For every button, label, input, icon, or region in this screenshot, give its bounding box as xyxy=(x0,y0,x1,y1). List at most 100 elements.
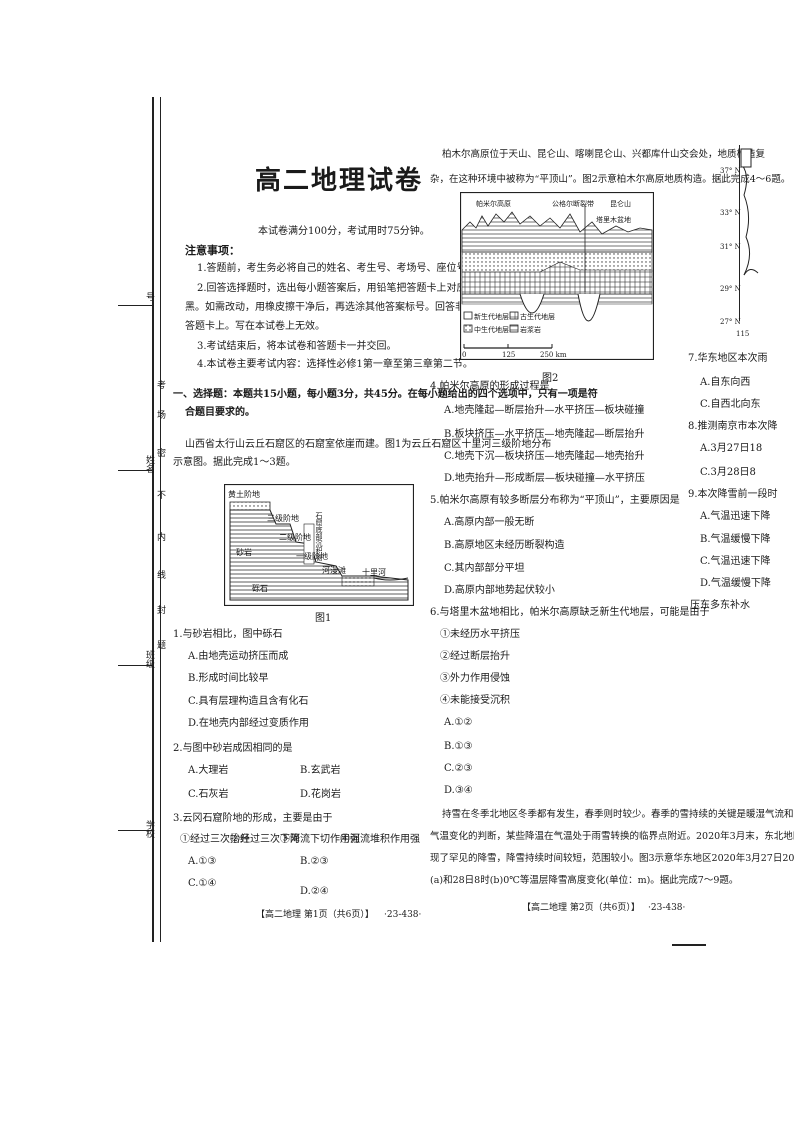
fig2-label: 塔里木盆地 xyxy=(596,216,631,224)
question-6-item: ③外力作用侵蚀 xyxy=(440,673,510,684)
note-line: 答题卡上。写在本试卷上无效。 xyxy=(185,321,325,332)
map-frame-edge xyxy=(739,145,740,321)
question-3-option: D.②④ xyxy=(300,886,329,897)
fig1-label: 砂岩 xyxy=(236,548,252,557)
right-question-line: 7.华东地区本次雨 xyxy=(688,353,768,364)
question-3-item: ③河流下切作用强 xyxy=(280,834,360,845)
figure-3-partial-map xyxy=(740,148,759,276)
fig2-scale: 0 xyxy=(462,351,467,359)
fig2-scale: 250 km xyxy=(540,351,567,359)
binding-line-outer xyxy=(152,97,154,942)
figure-2-geologic-section xyxy=(460,192,654,360)
binding-field-line xyxy=(118,470,152,471)
question-1-option: A.由地壳运动挤压而成 xyxy=(188,651,289,662)
passage-line: 山西省太行山云丘石窟区的石窟室依崖而建。图1为云丘石窟区十里河三级阶地分布 xyxy=(185,439,552,450)
question-5-option: B.高原地区未经历断裂构造 xyxy=(444,540,565,551)
question-6-item: ④未能接受沉积 xyxy=(440,695,510,706)
page-title: 高二地理试卷 xyxy=(255,166,424,196)
question-3-item: ②经过三次下降 xyxy=(230,834,300,845)
corner-rule xyxy=(672,944,706,946)
right-question-line: 9.本次降雪前一段时 xyxy=(688,489,778,500)
page-code-right: ·23-438· xyxy=(648,903,686,913)
question-2-option: D.花岗岩 xyxy=(300,789,341,800)
question-5-option: A.高原内部一般无断 xyxy=(444,517,535,528)
right-question-line: 压东多东补水 xyxy=(690,600,750,611)
fig2-scale: 125 xyxy=(502,351,516,359)
binding-line-inner xyxy=(160,97,161,942)
binding-label: 不 xyxy=(155,490,165,499)
right-question-line: A.3月27日18 xyxy=(700,443,763,454)
right-question-line: A.气温迅速下降 xyxy=(700,511,771,522)
binding-label: 学校 xyxy=(144,820,154,838)
note-line: 2.回答选择题时，选出每小题答案后，用铅笔把答题卡上对应题目的答案标号涂 xyxy=(197,283,547,294)
question-6-item: ②经过断层抬升 xyxy=(440,651,510,662)
question-5-option: D.高原内部地势起伏较小 xyxy=(444,585,555,596)
note-line: 黑。如需改动，用橡皮擦干净后，再选涂其他答案标号。回答非选择题时，将答案写在 xyxy=(185,302,565,313)
page-code-left: ·23-438· xyxy=(384,910,422,920)
question-1-option: D.在地壳内部经过变质作用 xyxy=(188,718,309,729)
question-4-option: C.地壳下沉—板块挤压—地壳隆起—地壳抬升 xyxy=(444,451,645,462)
question-3-option: A.①③ xyxy=(188,856,217,867)
fig2-legend: 古生代地层 xyxy=(520,313,555,321)
fig2-legend: 中生代地层 xyxy=(474,326,509,334)
right-question-line: C.气温迅速下降 xyxy=(700,556,771,567)
binding-field-line xyxy=(118,305,152,306)
passage-line: 气温变化的判断，某些降温在气温处于雨雪转换的临界点附近。2020年3月末，东北地… xyxy=(430,831,794,842)
question-1-option: B.形成时间比较早 xyxy=(188,673,269,684)
question-4-option: A.地壳隆起—断层抬升—水平挤压—板块碰撞 xyxy=(444,405,645,416)
question-4-stem: 4.帕米尔高原的形成过程是 xyxy=(430,381,550,392)
right-question-line: C.自西北向东 xyxy=(700,399,761,410)
binding-label: 题 xyxy=(155,640,165,649)
fig2-label: 帕米尔高原 xyxy=(476,200,511,208)
lat-label: 27° N xyxy=(720,318,741,326)
right-question-line: A.自东向西 xyxy=(700,377,751,388)
question-3-item: ①经过三次抬升 xyxy=(180,834,250,845)
question-6-option: C.②③ xyxy=(444,763,473,774)
section-heading: 一、选择题：本题共15小题，每小题3分，共45分。在每小题给出的四个选项中，只有… xyxy=(173,389,598,400)
passage-line: 柏木尔高原位于天山、昆仑山、喀喇昆仑山、兴都库什山交会处，地质构造复 xyxy=(442,149,766,160)
question-3-item: ④河流堆积作用强 xyxy=(340,834,420,845)
binding-label: 考 xyxy=(155,380,165,389)
note-line: 1.答题前，考生务必将自己的姓名、考生号、考场号、座位号填写在答题卡上。 xyxy=(197,263,547,274)
question-1-stem: 1.与砂岩相比，图中砾石 xyxy=(173,629,283,640)
fig1-label: 一级阶地 xyxy=(296,552,328,561)
fig1-label: 二级阶地 xyxy=(279,533,311,542)
question-4-option: B.板块挤压—水平挤压—地壳隆起—断层抬升 xyxy=(444,429,645,440)
fig2-legend: 岩浆岩 xyxy=(520,326,541,334)
fig2-label: 昆仑山 xyxy=(610,200,631,208)
question-5-stem: 5.帕米尔高原有较多断层分布称为“平顶山”，主要原因是 xyxy=(430,495,680,506)
fig2-caption: 图2 xyxy=(542,373,559,384)
right-question-line: B.气温缓慢下降 xyxy=(700,534,771,545)
binding-label: 场 xyxy=(155,410,165,419)
fig2-label: 公格尔断裂带 xyxy=(552,200,594,208)
question-2-option: C.石灰岩 xyxy=(188,789,229,800)
question-2-option: A.大理岩 xyxy=(188,765,229,776)
note-line: 3.考试结束后，将本试卷和答题卡一并交回。 xyxy=(197,341,397,352)
question-6-item: ①未经历水平挤压 xyxy=(440,629,520,640)
fig1-label: 砾石 xyxy=(252,584,268,593)
question-6-option: A.①② xyxy=(444,717,473,728)
passage-line: 现了罕见的降雪，降雪持续时间较短，范围较小。图3示意华东地区2020年3月27日… xyxy=(430,853,794,864)
lat-label: 33° N xyxy=(720,209,741,217)
question-2-stem: 2.与图中砂岩成因相同的是 xyxy=(173,743,293,754)
question-6-option: B.①③ xyxy=(444,741,473,752)
binding-label: 密 xyxy=(155,448,165,457)
question-1-option: C.具有层理构造且含有化石 xyxy=(188,696,309,707)
fig1-label: 三级阶地 xyxy=(267,514,299,523)
fig1-caption: 图1 xyxy=(315,613,332,624)
binding-label: 姓名 xyxy=(144,455,154,473)
question-3-option: C.①④ xyxy=(188,878,217,889)
binding-label: 号 xyxy=(144,292,154,301)
question-5-option: C.其内部部分平坦 xyxy=(444,563,525,574)
figure-1-terrace-diagram xyxy=(224,484,414,606)
question-2-option: B.玄武岩 xyxy=(300,765,341,776)
exam-info: 本试卷满分100分，考试用时75分钟。 xyxy=(258,226,430,237)
page-footer-right: 【高二地理 第2页（共6页）】 xyxy=(522,903,640,913)
fig1-label: 黄土阶地 xyxy=(228,490,260,499)
right-question-line: 8.推测南京市本次降 xyxy=(688,421,778,432)
section-heading-cont: 合题目要求的。 xyxy=(185,407,255,418)
binding-label: 班级 xyxy=(144,650,154,668)
fig2-legend: 新生代地层 xyxy=(474,313,509,321)
question-6-stem: 6.与塔里木盆地相比，帕米尔高原缺乏新生代地层，可能是由于 xyxy=(430,607,710,618)
